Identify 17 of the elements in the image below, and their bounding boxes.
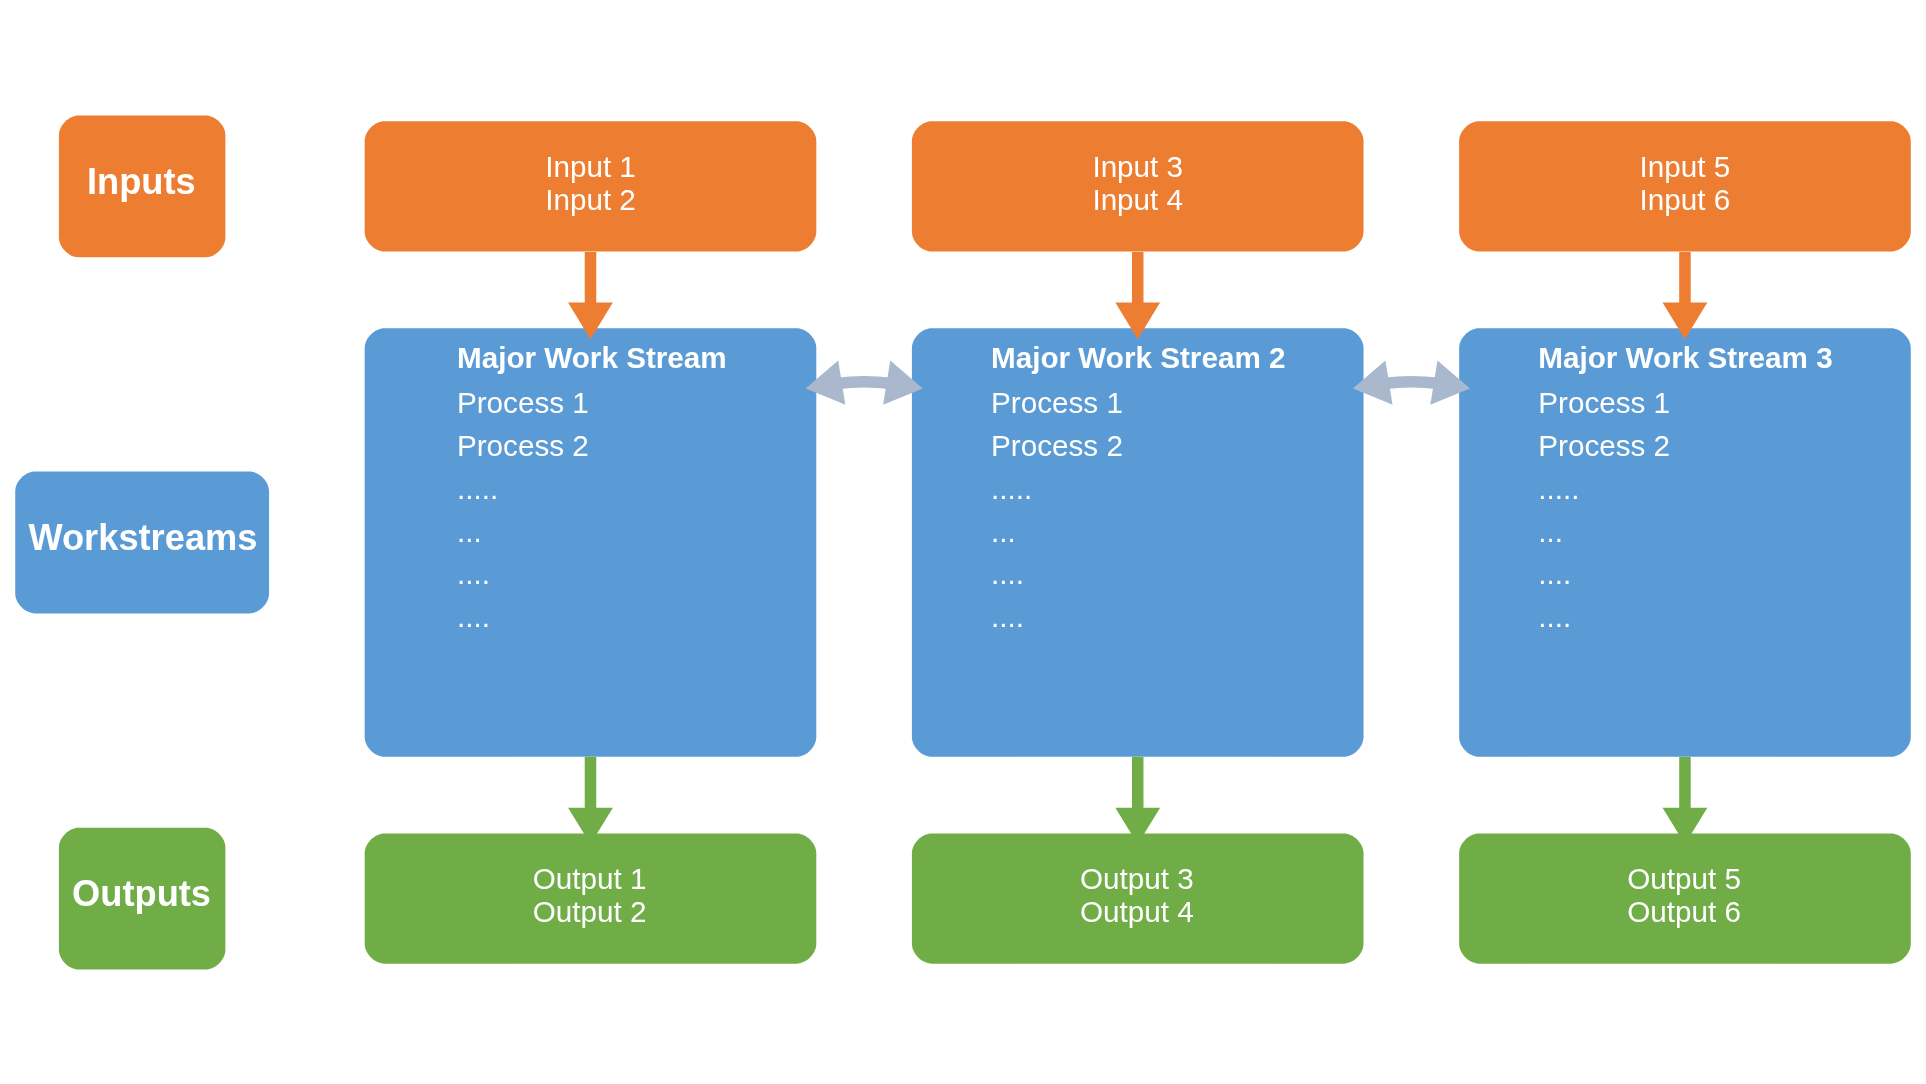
- arrow: [1115, 251, 1161, 339]
- node-box: Major Work Stream 2 Process 1 Process 2 ..... ... .... ....: [911, 327, 1364, 757]
- node-box: Input 3 Input 4: [911, 120, 1364, 252]
- node-box: Outputs: [58, 827, 226, 969]
- arrow: [1352, 359, 1471, 405]
- node-box: Major Work Stream Process 1 Process 2 ..... ... .... ....: [364, 327, 817, 757]
- arrow: [568, 251, 613, 339]
- arrow: [1662, 251, 1708, 339]
- node-box: Input 5 Input 6: [1459, 120, 1911, 252]
- node-box: Inputs: [58, 115, 226, 257]
- node-box: Major Work Stream 3 Process 1 Process 2 ..... ... .... ....: [1459, 327, 1911, 757]
- node-box: Workstreams: [15, 471, 270, 613]
- node-box: Output 3 Output 4: [911, 832, 1364, 964]
- arrow: [805, 359, 923, 405]
- node-box: Output 1 Output 2: [364, 832, 817, 964]
- node-box: Input 1 Input 2: [364, 120, 817, 252]
- node-box: Output 5 Output 6: [1459, 832, 1911, 964]
